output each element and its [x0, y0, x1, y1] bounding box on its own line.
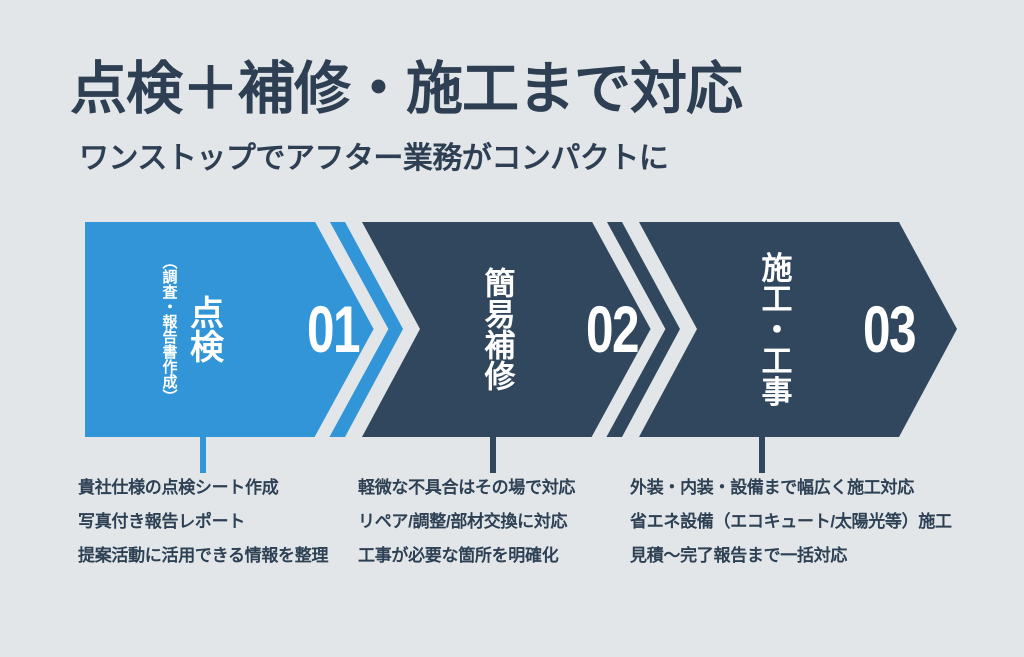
- bullet-item: 軽微な不具合はその場で対応: [358, 478, 576, 497]
- bullet-item: 工事が必要な箇所を明確化: [358, 546, 559, 565]
- step1-bullet-list: 貴社仕様の点検シート作成 写真付き報告レポート 提案活動に活用できる情報を整理: [78, 478, 328, 580]
- step1-label-group: （調査・報告書作成） 点検: [160, 254, 223, 404]
- step2-number: 02: [585, 292, 640, 366]
- bullet-item: 写真付き報告レポート: [78, 512, 245, 531]
- step1-arrow-tip-separator: [310, 206, 389, 452]
- bullet-item: 見積～完了報告まで一括対応: [630, 546, 848, 565]
- step3-number: 03: [862, 292, 917, 366]
- bullet-item: リペア/調整/部材交換に対応: [358, 512, 568, 531]
- step1-connector-line: [200, 437, 206, 473]
- bullet-item: 外装・内装・設備まで幅広く施工対応: [630, 478, 914, 497]
- step2-label: 簡易補修: [479, 267, 515, 391]
- page-subtitle: ワンストップでアフター業務がコンパクトに: [79, 142, 669, 175]
- step3-label: 施工・工事: [756, 251, 792, 407]
- step3-bullet-list: 外装・内装・設備まで幅広く施工対応 省エネ設備（エコキュート/太陽光等）施工 見…: [630, 478, 952, 580]
- step1-sublabel: （調査・報告書作成）: [160, 254, 178, 404]
- bullet-item: 提案活動に活用できる情報を整理: [78, 546, 329, 565]
- step3-connector-line: [759, 437, 765, 473]
- bullet-item: 省エネ設備（エコキュート/太陽光等）施工: [630, 512, 952, 531]
- step1-arrow-shape: [85, 222, 403, 437]
- bullet-item: 貴社仕様の点検シート作成: [78, 478, 279, 497]
- page-title: 点検＋補修・施工まで対応: [70, 57, 743, 121]
- step1-label: 点検: [184, 295, 223, 363]
- step3-arrow-shape: [639, 222, 957, 437]
- step2-arrow-tip-separator: [587, 206, 666, 452]
- step1-number: 01: [306, 292, 361, 366]
- step2-connector-line: [490, 437, 496, 473]
- step2-arrow-shape: [362, 222, 680, 437]
- step2-bullet-list: 軽微な不具合はその場で対応 リペア/調整/部材交換に対応 工事が必要な箇所を明確…: [358, 478, 575, 580]
